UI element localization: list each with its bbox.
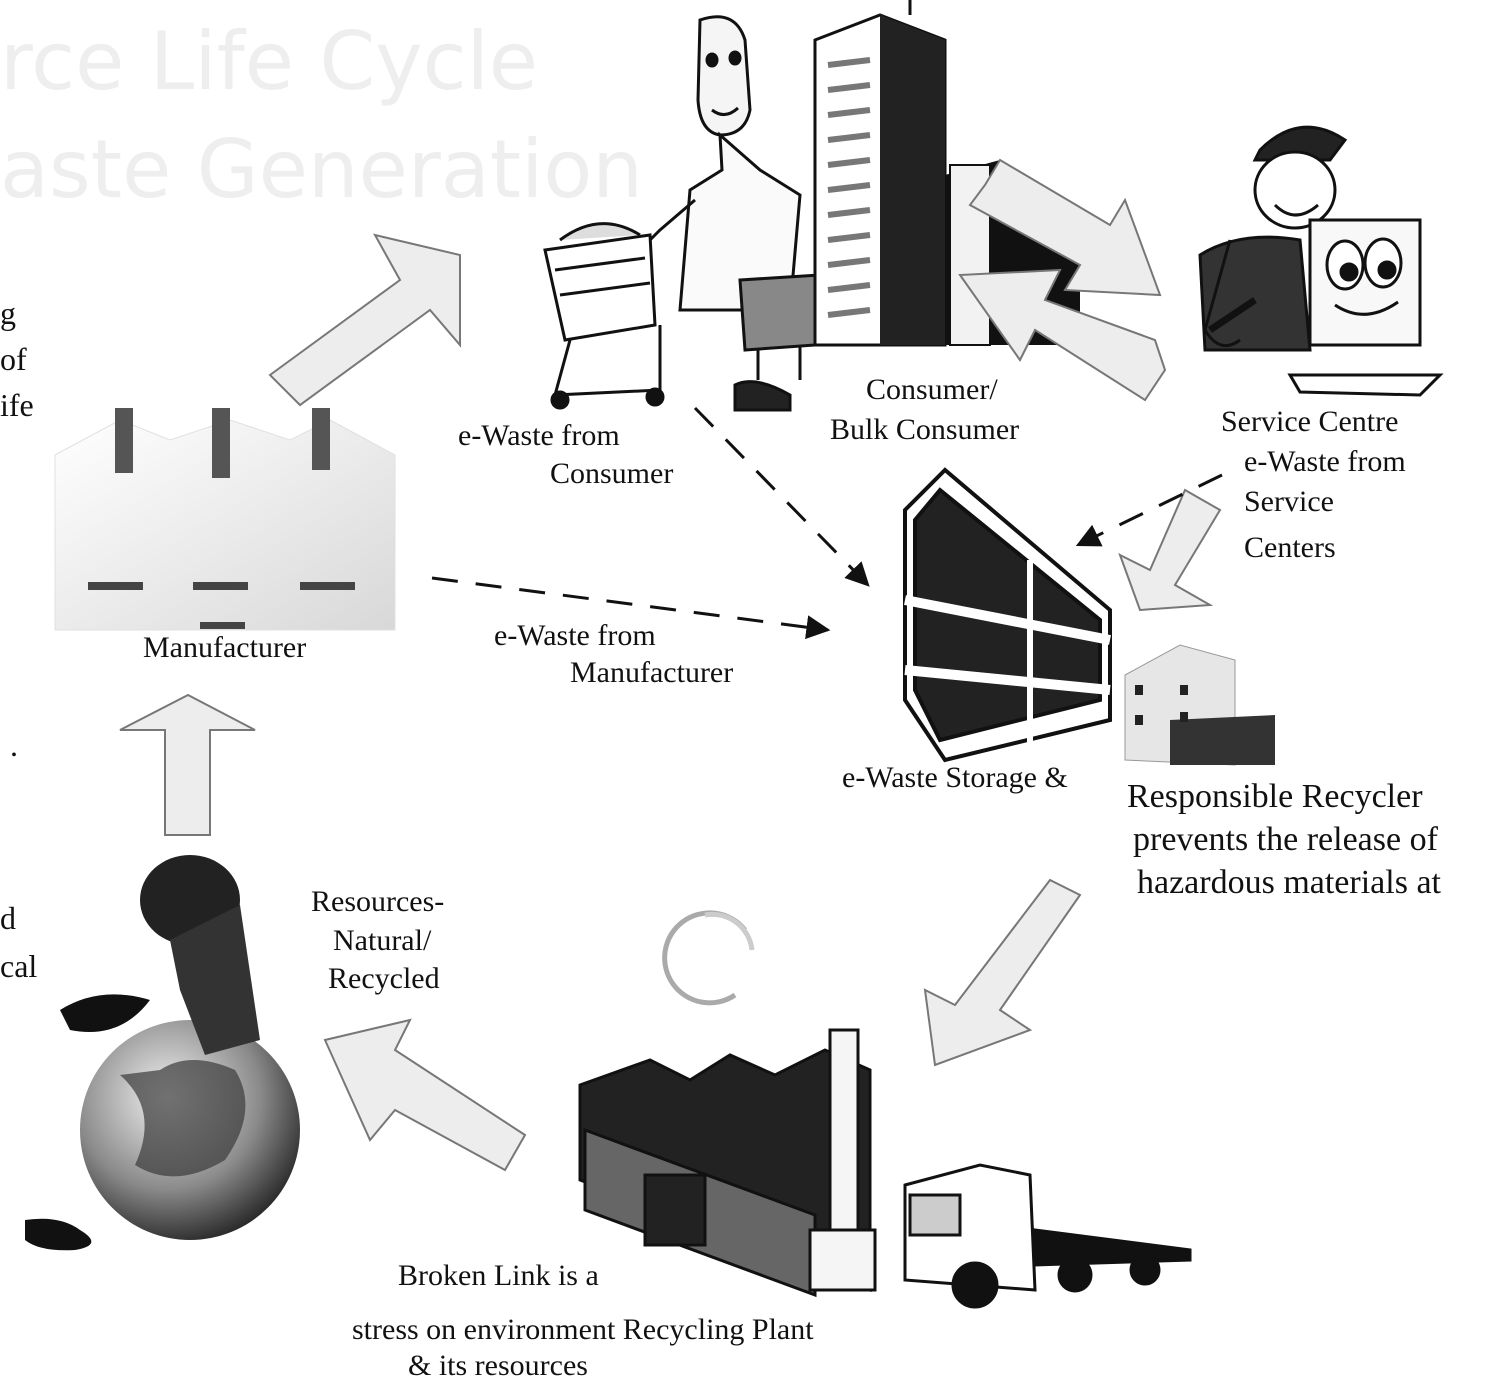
arrow-resources-to-manufacturer xyxy=(119,693,256,836)
arrow-manufacturer-to-consumer xyxy=(268,233,461,407)
label-resources-line-3: Recycled xyxy=(328,962,440,995)
watermark-title-line-2: aste Generation xyxy=(0,123,644,216)
label-broken-link-line-2: stress on environment Recycling Plant xyxy=(352,1313,814,1346)
left-cut-dot: . xyxy=(10,727,18,763)
arrow-plant-to-resources xyxy=(323,1018,527,1172)
arrow-service-to-storage xyxy=(1118,488,1222,612)
recycling-plant-icon xyxy=(578,1028,877,1298)
consumer-shopper-icon xyxy=(543,15,822,412)
label-resources-line-1: Resources- xyxy=(311,885,445,918)
left-cut-text-3: ife xyxy=(0,387,34,423)
left-cut-text-5: cal xyxy=(0,948,38,984)
label-storage: e-Waste Storage & xyxy=(842,761,1068,794)
dashed-arrow-manufacturer-to-storage xyxy=(431,576,831,640)
dashed-arrow-service-to-storage xyxy=(1075,473,1223,547)
manufacturer-factory-icon xyxy=(54,408,396,631)
recycle-swirl-icon xyxy=(662,910,755,1006)
globe-resources-icon xyxy=(25,855,300,1251)
label-resources-line-2: Natural/ xyxy=(333,924,432,957)
label-recycler-line-3: hazardous materials at xyxy=(1137,864,1441,901)
label-consumer-line-1: Consumer/ xyxy=(866,373,998,406)
label-ewaste-service-line-3: Centers xyxy=(1244,531,1336,564)
label-ewaste-consumer-line-2: Consumer xyxy=(550,457,674,490)
left-cut-text-4: d xyxy=(0,900,16,936)
label-ewaste-service-line-2: Service xyxy=(1244,485,1334,518)
watermark-title-line-1: rce Life Cycle xyxy=(0,15,539,108)
label-ewaste-consumer-line-1: e-Waste from xyxy=(458,419,620,452)
label-ewaste-manufacturer-line-1: e-Waste from xyxy=(494,619,656,652)
label-recycler-line-1: Responsible Recycler xyxy=(1127,778,1423,815)
label-manufacturer: Manufacturer xyxy=(143,631,307,664)
dashed-arrows xyxy=(431,406,1223,640)
label-broken-link-line-1: Broken Link is a xyxy=(398,1259,599,1292)
service-centre-technician-icon xyxy=(1198,125,1444,397)
label-service-centre: Service Centre xyxy=(1221,405,1399,438)
ewaste-storage-rack-icon xyxy=(903,467,1112,763)
label-recycler-line-2: prevents the release of xyxy=(1133,821,1438,858)
arrow-consumer-to-service xyxy=(968,158,1162,297)
label-ewaste-service-line-1: e-Waste from xyxy=(1244,445,1406,478)
label-broken-link-line-3: & its resources xyxy=(408,1349,588,1382)
left-cut-text-1: g xyxy=(0,295,16,331)
truck-icon xyxy=(903,1163,1192,1309)
label-ewaste-manufacturer-line-2: Manufacturer xyxy=(570,656,734,689)
responsible-recycler-building-icon xyxy=(1124,644,1275,766)
label-consumer-line-2: Bulk Consumer xyxy=(830,413,1020,446)
block-arrows xyxy=(119,158,1222,1172)
arrow-storage-to-plant xyxy=(923,878,1082,1067)
arrow-service-to-consumer xyxy=(958,268,1167,402)
left-cut-text-2: of xyxy=(0,341,27,377)
